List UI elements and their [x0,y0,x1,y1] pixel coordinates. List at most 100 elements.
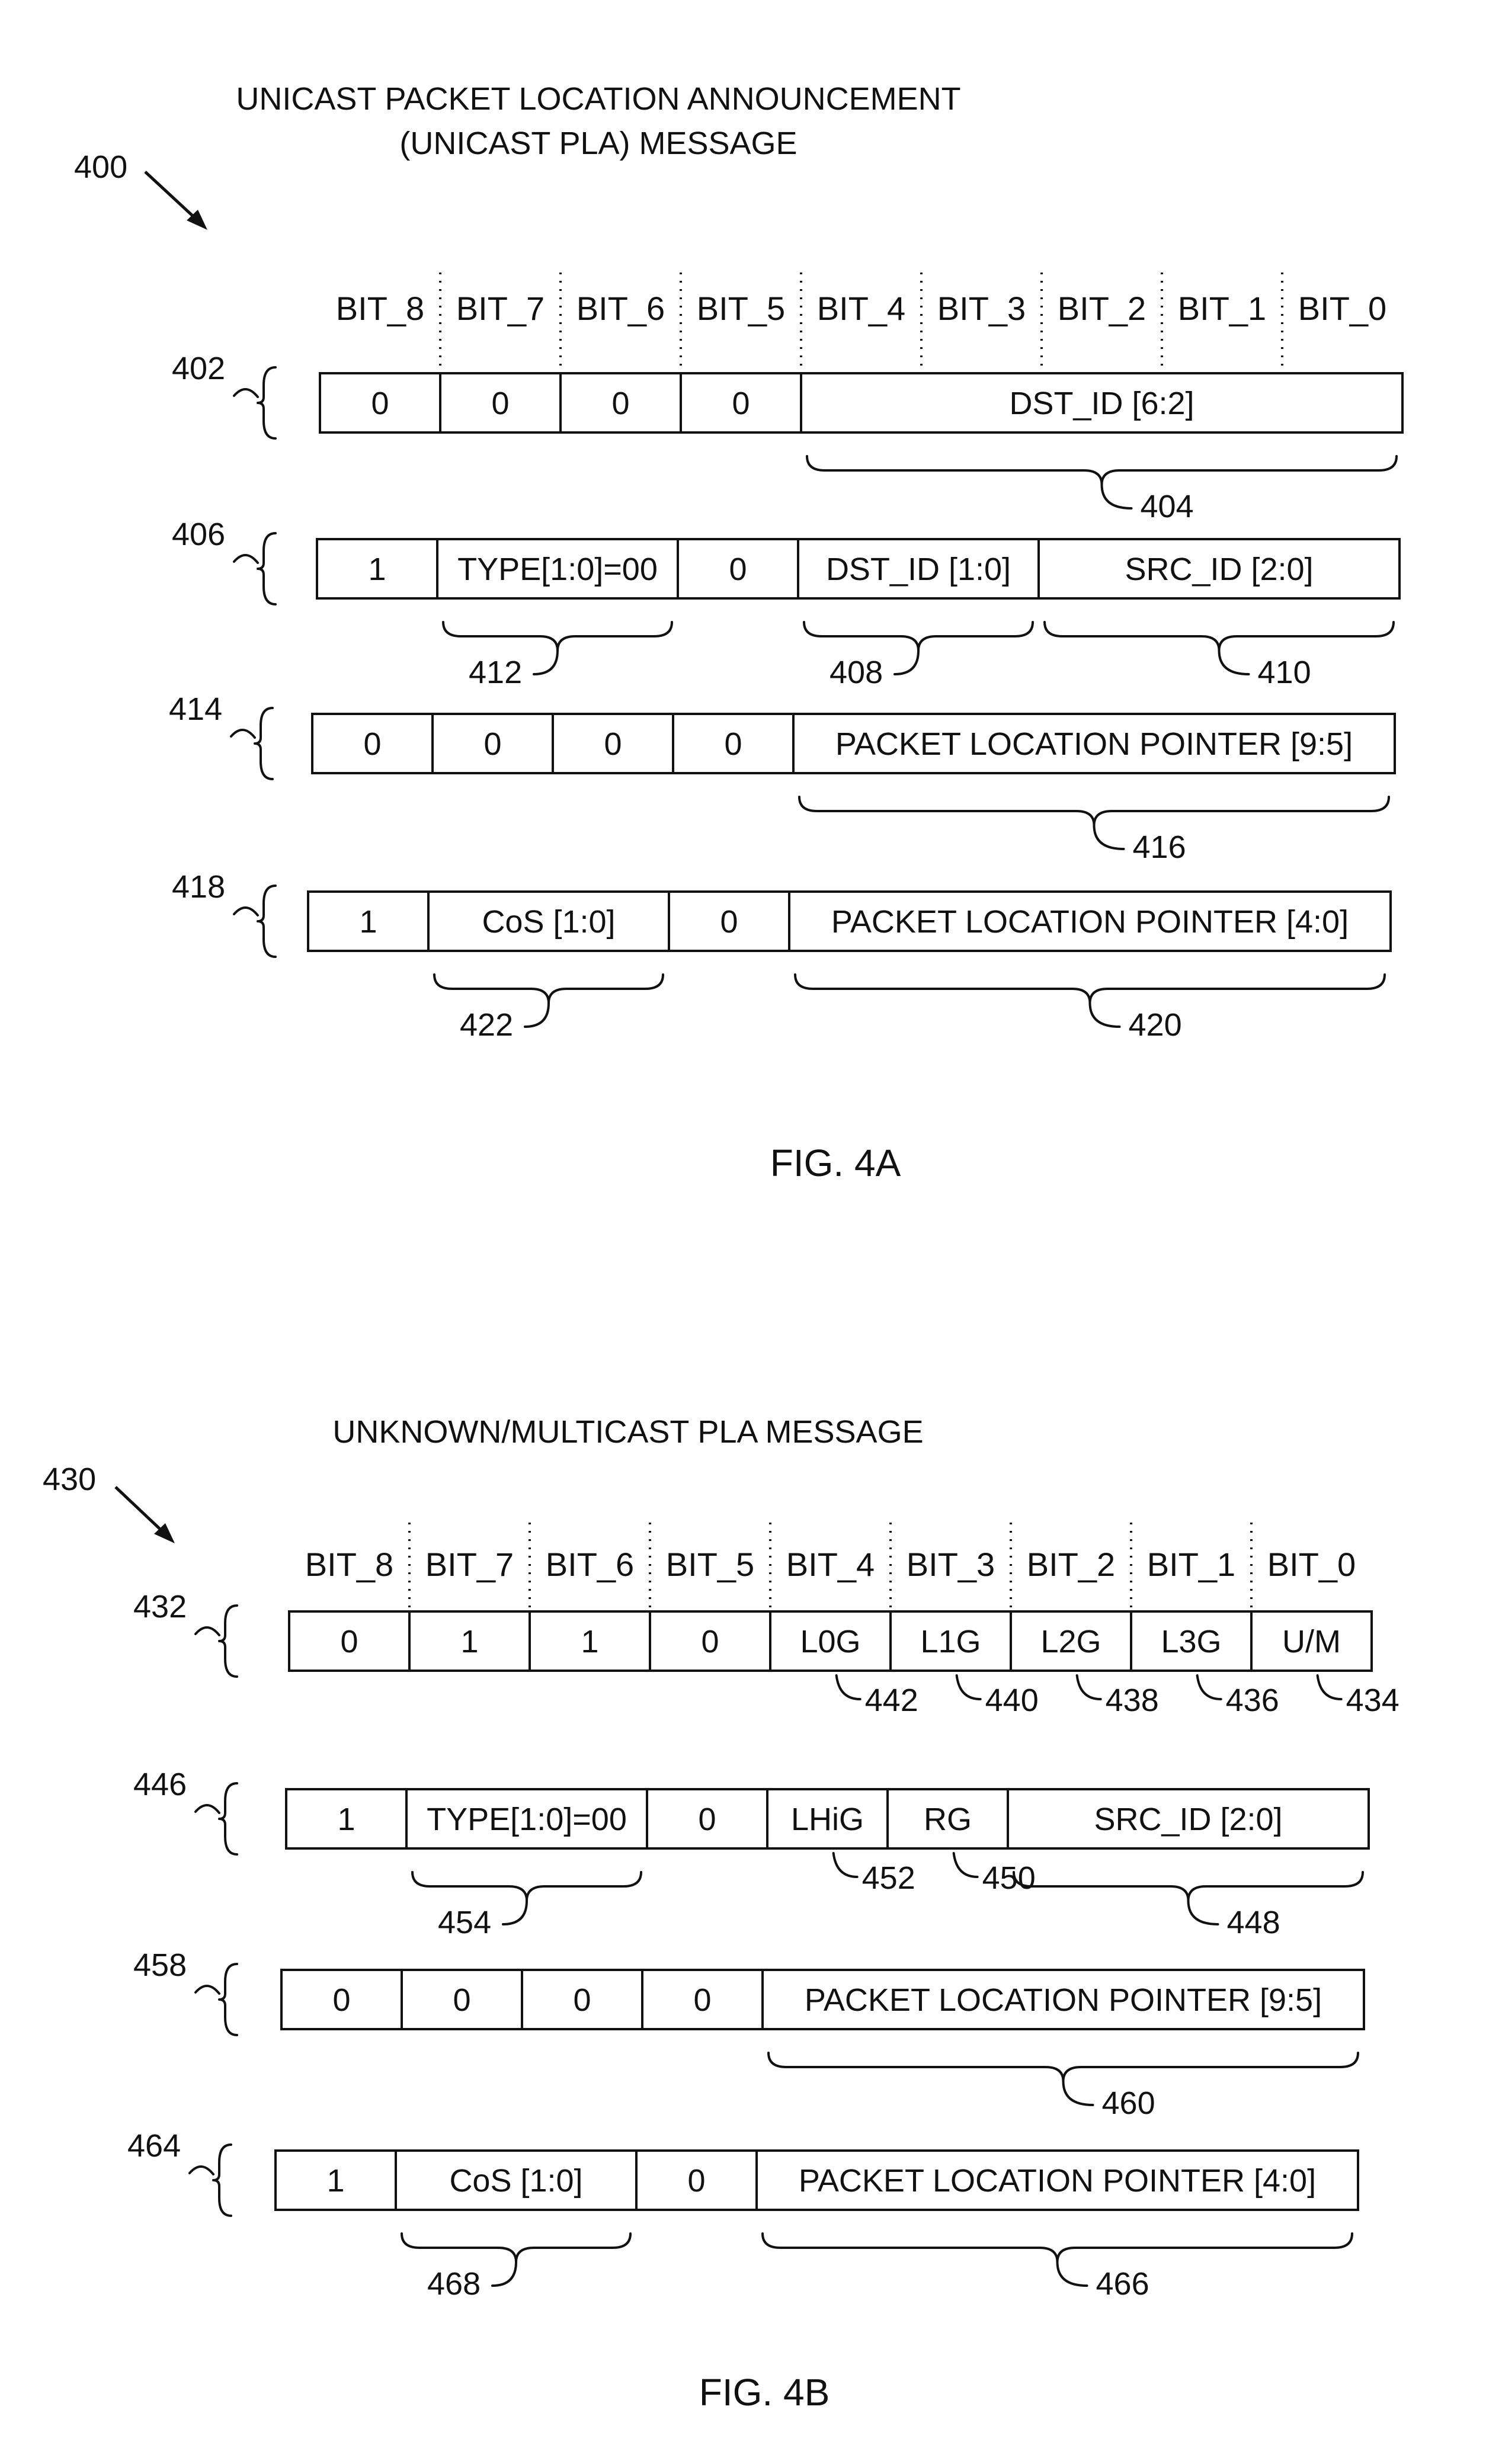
fig4a-ref-404: 404 [1141,489,1194,524]
fig4b-cell-1: 1 [460,1624,478,1659]
fig4b-row-ref-leader [194,1804,220,1814]
fig4a-row-curly-brace [257,366,277,440]
fig4b-row-ref-446: 446 [133,1767,187,1802]
fig4b-ref-438: 438 [1106,1683,1159,1718]
fig4b-cell-rg: RG [924,1802,972,1837]
fig4b-caption: FIG. 4B [699,2371,830,2414]
fig4b-leader-454 [502,1899,528,1925]
fig4b-cell-1: 1 [337,1802,355,1837]
fig4b-row-ref-458: 458 [133,1947,187,1983]
fig4a-register-box [311,713,1396,774]
fig4b-header-bit-8: BIT_8 [305,1546,393,1583]
fig4b-tick-leader-440 [955,1674,982,1700]
fig4b-cell-0: 0 [687,2163,705,2199]
fig4b-row-curly-brace [218,1963,238,2036]
fig4a-register-box [307,890,1392,952]
fig4a-header-bit-6: BIT_6 [577,290,665,327]
fig4a-cell-packet-location-pointer-9-5: PACKET LOCATION POINTER [9:5] [835,726,1353,762]
fig4a-cell-0: 0 [724,726,742,762]
fig4a-ref-416: 416 [1133,829,1186,865]
fig4a-row-ref-402: 402 [172,351,225,386]
fig4b-header-bit-7: BIT_7 [425,1546,514,1583]
fig4b-register-box [274,2149,1359,2211]
fig4a-row-curly-brace [254,707,274,780]
fig4b-cell-1: 1 [326,2163,344,2199]
fig4a-leader-420 [1088,1002,1121,1028]
fig4a-title-line-1: UNICAST PACKET LOCATION ANNOUNCEMENT [236,81,960,117]
fig4b-ref-436: 436 [1226,1683,1279,1718]
fig4b-leader-448 [1187,1899,1219,1925]
fig4a-cell-packet-location-pointer-4-0: PACKET LOCATION POINTER [4:0] [831,904,1349,940]
fig4b-header-bit-0: BIT_0 [1267,1546,1356,1583]
fig4a-row-ref-406: 406 [172,517,225,552]
fig4a-brace-404 [806,455,1398,486]
fig4b-header-bit-2: BIT_2 [1027,1546,1115,1583]
fig4b-leader-466 [1056,2261,1088,2287]
fig4b-ref-466: 466 [1096,2266,1149,2302]
fig4a-row-ref-leader [233,554,259,564]
fig4b-header-bit-3: BIT_3 [907,1546,995,1583]
fig4b-tick-leader-438 [1075,1674,1102,1700]
fig4a-cell-dst-id-1-0: DST_ID [1:0] [826,552,1011,587]
fig4b-tick-leader-442 [835,1674,862,1700]
fig4a-header-bit-3: BIT_3 [937,290,1026,327]
fig4b-row-ref-leader [188,2165,214,2175]
fig4a-row-ref-leader [233,906,259,917]
fig4a-cell-0: 0 [491,386,509,421]
fig4b-cell-0: 0 [701,1624,719,1659]
fig4a-header-bit-5: BIT_5 [697,290,785,327]
fig4a-brace-422 [433,973,664,1004]
fig4b-cell-packet-location-pointer-9-5: PACKET LOCATION POINTER [9:5] [805,1982,1322,2018]
fig4a-title-line-2: (UNICAST PLA) MESSAGE [399,126,797,161]
fig4b-cell-0: 0 [332,1982,350,2018]
fig4b-brace-454 [411,1871,642,1902]
fig4a-ref-408: 408 [830,655,883,690]
fig4b-brace-468 [401,2232,632,2263]
fig4a-cell-0: 0 [611,386,629,421]
fig4b-cell-0: 0 [573,1982,591,2018]
fig4a-cell-0: 0 [371,386,389,421]
fig4b-tick-leader-452 [832,1852,859,1878]
fig4b-title-line-1: UNKNOWN/MULTICAST PLA MESSAGE [332,1414,923,1450]
fig4a-cell-src-id-2-0: SRC_ID [2:0] [1125,552,1313,587]
fig4b-ref-468: 468 [427,2266,481,2302]
fig4a-leader-422 [524,1002,550,1028]
fig4b-header-bit-4: BIT_4 [786,1546,875,1583]
fig4a-row-curly-brace [257,532,277,605]
fig4b-leader-468 [491,2261,517,2287]
fig4a-ref-arrow [144,171,207,230]
fig4a-register-box [316,538,1401,600]
fig4a-cell-1: 1 [359,904,377,940]
fig4a-caption: FIG. 4A [770,1142,901,1184]
fig4a-ref-410: 410 [1258,655,1311,690]
fig4a-brace-410 [1043,621,1395,652]
fig4b-cell-0: 0 [453,1982,470,2018]
fig4a-row-ref-leader [233,388,259,398]
fig4b-row-curly-brace [218,1782,238,1856]
fig4b-ref-434: 434 [1346,1683,1399,1718]
fig4b-cell-lhig: LHiG [791,1802,864,1837]
fig4b-row-ref-464: 464 [127,2128,181,2164]
fig4a-leader-404 [1100,483,1133,510]
fig4b-cell-l0g: L0G [800,1624,860,1659]
fig4b-cell-packet-location-pointer-4-0: PACKET LOCATION POINTER [4:0] [799,2163,1316,2199]
fig4b-ref-442: 442 [865,1683,918,1718]
fig4a-row-ref-leader [230,729,256,739]
fig4b-ref-arrow [114,1486,175,1543]
fig4a-leader-412 [533,649,559,675]
fig4a-cell-cos-1-0: CoS [1:0] [482,904,615,940]
fig4b-cell-0: 0 [698,1802,716,1837]
fig4a-brace-412 [442,621,673,652]
fig4b-cell-l1g: L1G [920,1624,981,1659]
fig4a-cell-0: 0 [732,386,750,421]
fig4a-header-bit-2: BIT_2 [1058,290,1146,327]
fig4b-leader-460 [1062,2080,1094,2106]
fig4b-header-bit-1: BIT_1 [1147,1546,1235,1583]
